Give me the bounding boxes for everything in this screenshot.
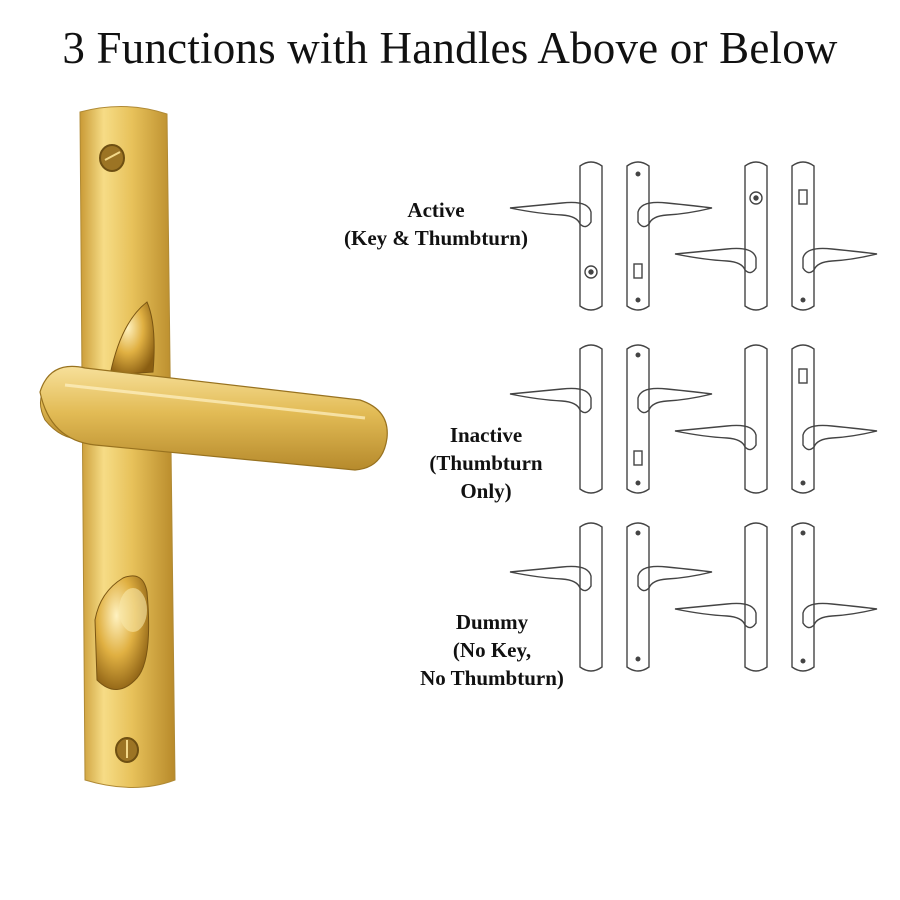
- label-active: Active (Key & Thumbturn): [296, 196, 576, 252]
- upper-thumbturn: [109, 301, 155, 376]
- inactive-row: [509, 344, 878, 494]
- label-inactive-name: Inactive: [449, 423, 523, 447]
- label-dummy-name: Dummy: [455, 610, 529, 634]
- label-inactive: Inactive (Thumbturn Only): [396, 421, 576, 505]
- function-diagrams: [509, 161, 878, 672]
- label-active-name: Active: [407, 198, 465, 222]
- dummy-row: [509, 522, 878, 672]
- label-inactive-detail-1: (Thumbturn: [429, 451, 543, 475]
- label-dummy: Dummy (No Key, No Thumbturn): [380, 608, 604, 692]
- label-dummy-detail-1: (No Key,: [452, 638, 532, 662]
- label-active-detail: (Key & Thumbturn): [344, 226, 528, 250]
- active-row: [509, 161, 878, 311]
- label-dummy-detail-2: No Thumbturn): [420, 666, 564, 690]
- brass-handle-image: [39, 106, 388, 788]
- top-screw: [99, 144, 125, 172]
- label-inactive-detail-2: Only): [460, 479, 512, 503]
- page-title: 3 Functions with Handles Above or Below: [62, 23, 838, 73]
